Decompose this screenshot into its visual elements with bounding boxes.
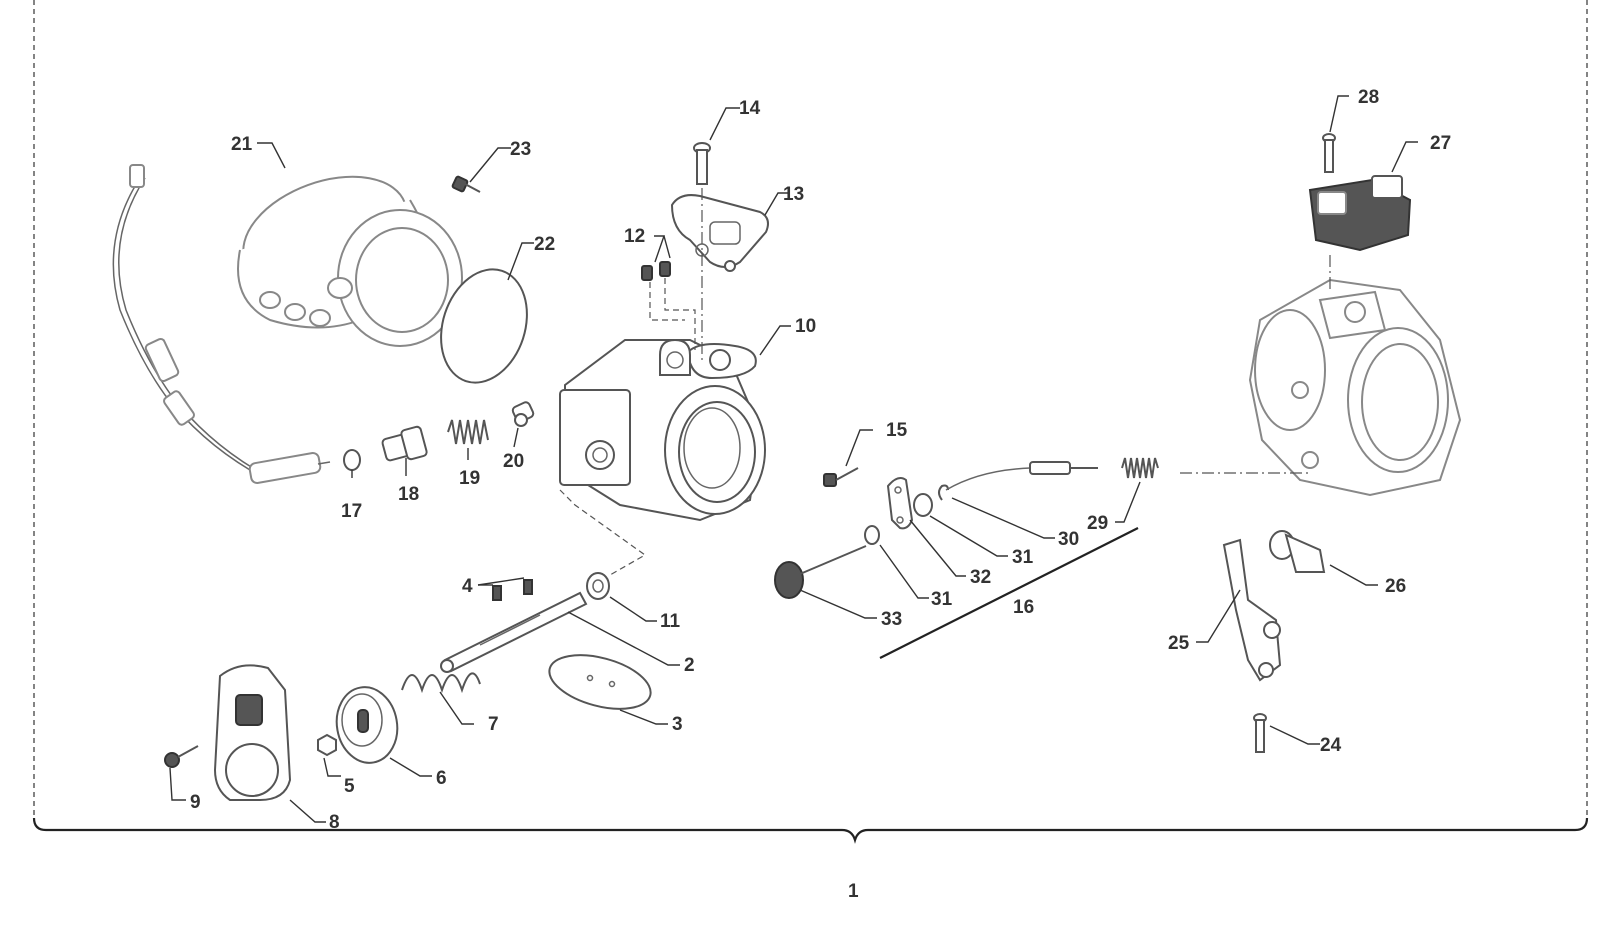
callout-33: 33 (881, 609, 902, 630)
callout-9: 9 (190, 792, 201, 813)
part-5-nut (317, 733, 337, 757)
assembly-lines (559, 188, 1331, 576)
part-12-grub-screws (641, 261, 671, 281)
part-27-position-sensor (1308, 175, 1412, 252)
callout-27: 27 (1430, 133, 1451, 154)
part-20-plunger (511, 401, 535, 427)
callout-3: 3 (672, 714, 683, 735)
callout-28: 28 (1358, 87, 1379, 108)
callout-31b: 31 (931, 589, 953, 610)
callout-30: 30 (1058, 529, 1079, 550)
part-8-cover (213, 664, 292, 801)
callout-31a: 31 (1012, 547, 1034, 568)
part-30-clip (938, 484, 949, 501)
callout-2: 2 (684, 655, 695, 676)
part-25-elbow-fitting (1222, 538, 1282, 682)
part-9-screw (164, 745, 199, 768)
callout-8: 8 (329, 812, 340, 833)
part-28-screw (1322, 133, 1336, 173)
callout-labels: 1 2 3 4 5 6 7 8 9 10 11 12 13 14 15 16 1… (190, 87, 1451, 902)
part-19-spring (447, 419, 489, 445)
callout-12: 12 (624, 226, 645, 247)
callout-15: 15 (886, 420, 908, 441)
callout-18: 18 (398, 484, 419, 505)
part-13-sensor-bracket (670, 194, 769, 272)
part-31-washer-b (913, 493, 933, 517)
callout-1: 1 (848, 881, 859, 902)
callout-22: 22 (534, 234, 555, 255)
callout-29: 29 (1087, 513, 1108, 534)
part-29-spring (1121, 457, 1159, 479)
part-10-throttle-body (559, 338, 766, 522)
callout-10: 10 (795, 316, 816, 337)
callout-14: 14 (739, 98, 761, 119)
part-31-washer-a (864, 525, 880, 545)
part-2-throttle-shaft (440, 591, 588, 673)
right-throttle-body (1248, 278, 1462, 497)
part-15-screw (823, 467, 859, 487)
part-14-bolt (693, 142, 711, 185)
callout-11: 11 (660, 611, 681, 632)
callout-7: 7 (488, 714, 499, 735)
callout-16: 16 (1013, 597, 1034, 618)
part-23-screw (451, 175, 481, 193)
part-21-intake-manifold (237, 175, 463, 347)
callout-19: 19 (459, 468, 480, 489)
part-11-washer (586, 572, 610, 600)
callout-21: 21 (231, 134, 253, 155)
part-4-screws (492, 579, 533, 601)
leader-lines (169, 95, 1418, 823)
callout-5: 5 (344, 776, 355, 797)
part-3-throttle-plate (548, 654, 652, 710)
part-6-pulley (335, 686, 399, 764)
part-22-o-ring (440, 268, 528, 384)
part-24-screw (1253, 713, 1267, 753)
part-26-sensor (1269, 530, 1326, 573)
assembly-frame (32, 0, 1589, 844)
callout-25: 25 (1168, 633, 1190, 654)
part-7-return-spring (401, 672, 481, 694)
throttle-cable (112, 164, 331, 484)
part-18-fitting (381, 425, 428, 462)
idle-cable (945, 461, 1098, 491)
callout-13: 13 (783, 184, 804, 205)
callout-6: 6 (436, 768, 447, 789)
part-17-washer (343, 449, 361, 471)
callout-26: 26 (1385, 576, 1406, 597)
callout-32: 32 (970, 567, 991, 588)
subassembly-16-bracket (879, 527, 1139, 659)
callout-20: 20 (503, 451, 524, 472)
part-32-bracket-plate (886, 477, 914, 530)
callout-23: 23 (510, 139, 531, 160)
part-33-idle-screw (774, 545, 867, 599)
callout-17: 17 (341, 501, 362, 522)
callout-4: 4 (462, 576, 473, 597)
callout-24: 24 (1320, 735, 1342, 756)
